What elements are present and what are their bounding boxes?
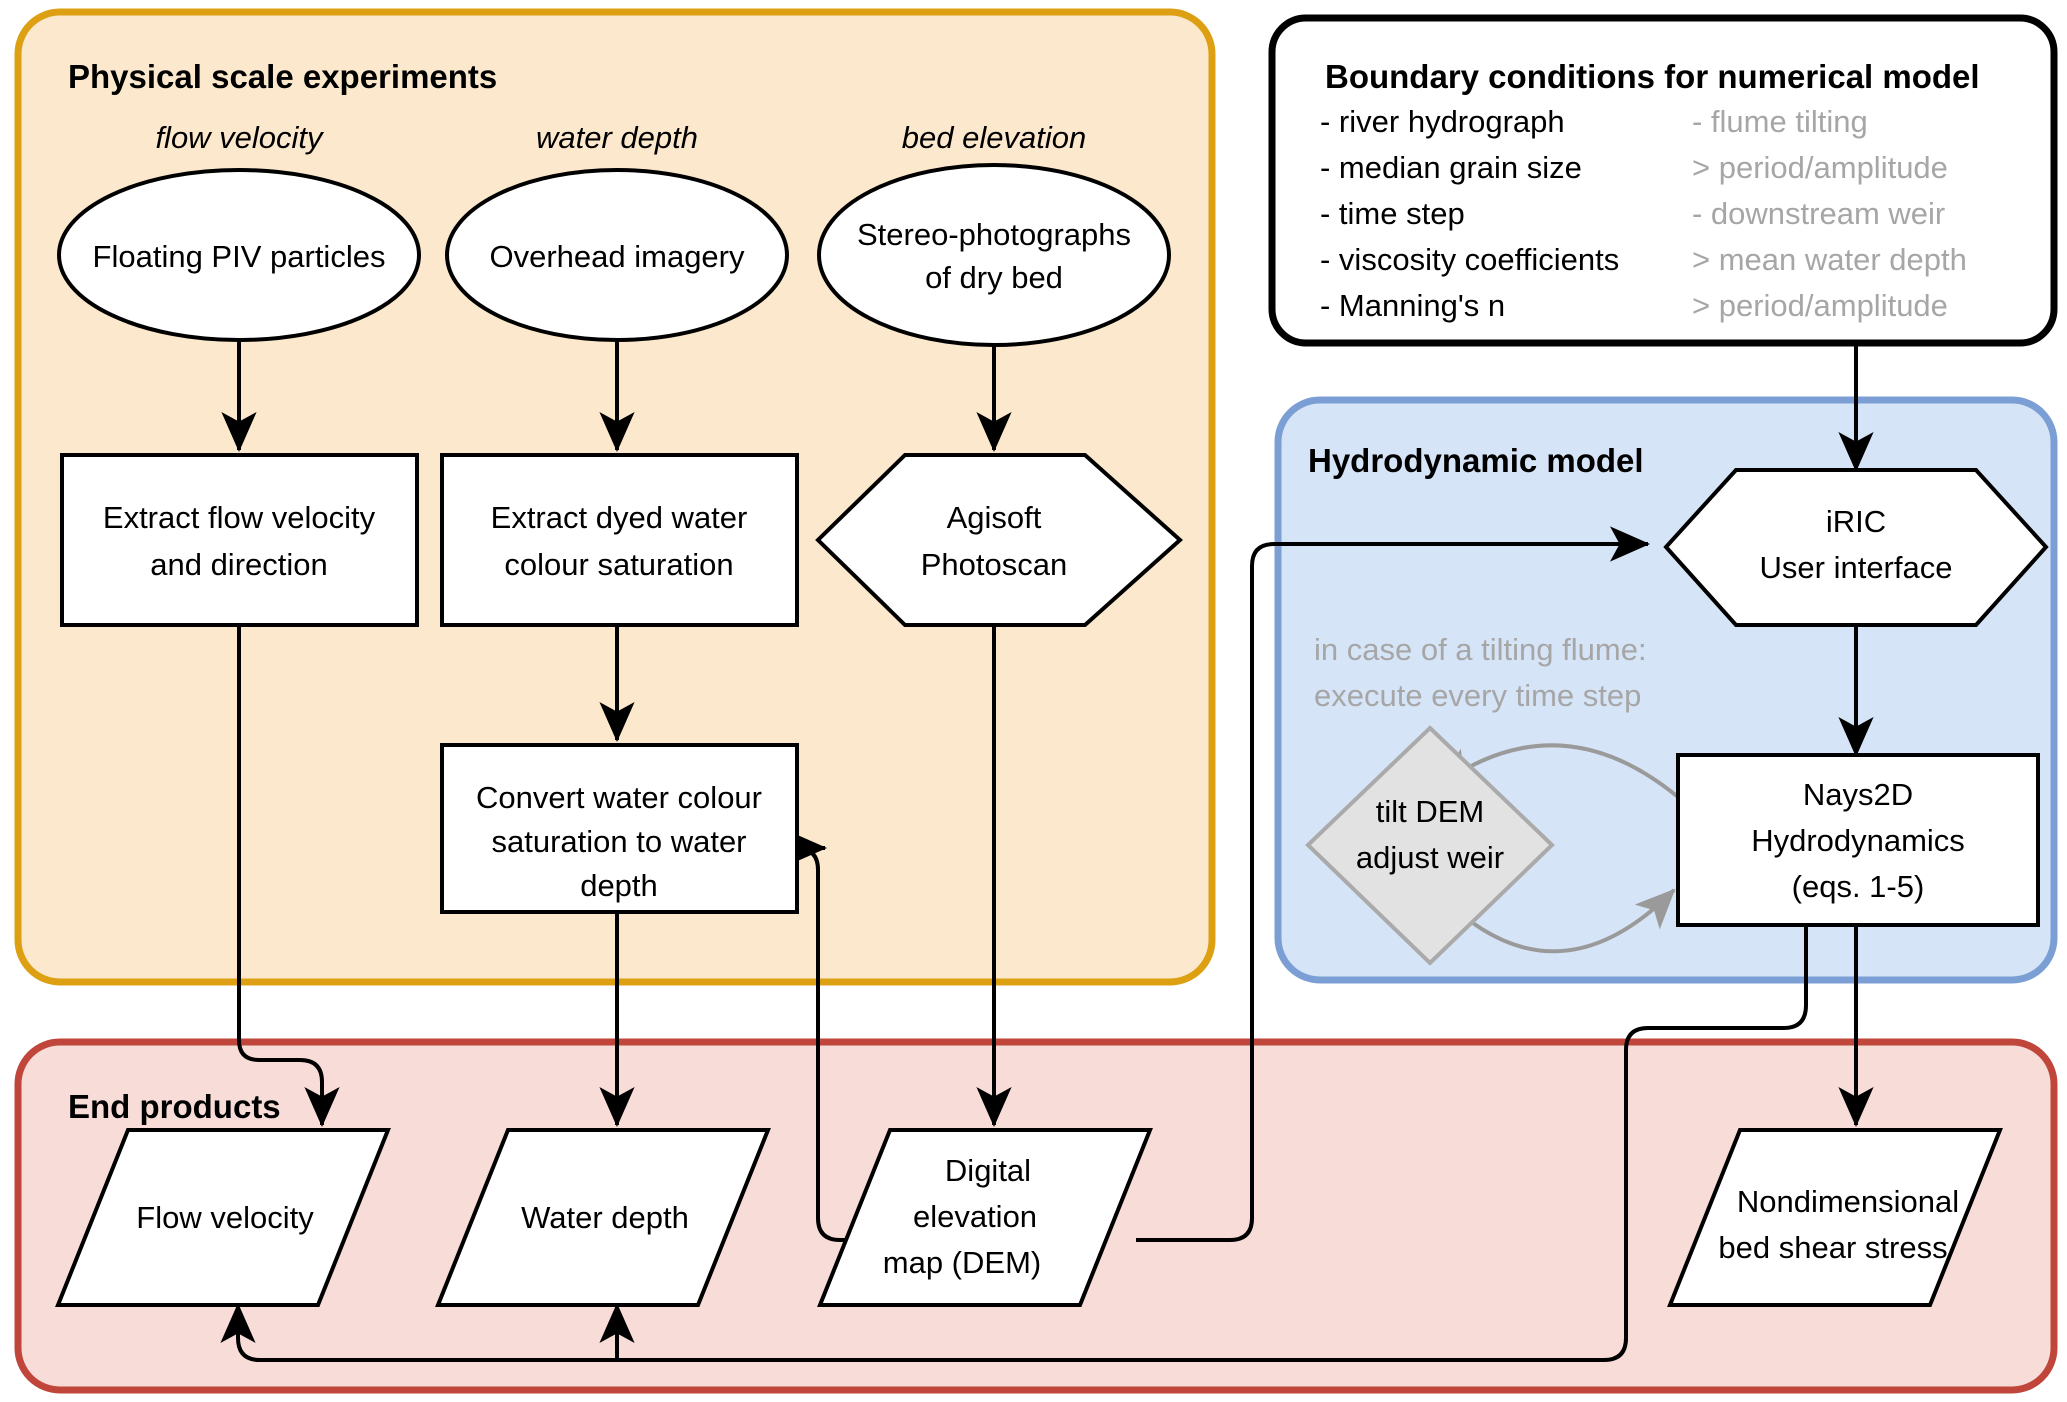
node-overhead-imagery[interactable]: Overhead imagery <box>445 168 789 342</box>
boundary-left-item-1: - median grain size <box>1320 150 1582 185</box>
node-iric-line2: User interface <box>1760 550 1953 585</box>
node-agisoft-photoscan-line1: Agisoft <box>947 500 1042 535</box>
node-nays2d-hydrodynamics[interactable]: Nays2D Hydrodynamics (eqs. 1-5) <box>1676 753 2040 927</box>
column-label-bed-elevation: bed elevation <box>902 120 1086 155</box>
panel-hydrodynamic-title: Hydrodynamic model <box>1308 442 1644 479</box>
boundary-right-item-3: > mean water depth <box>1692 242 1967 277</box>
node-extract-saturation-line2: colour saturation <box>504 547 733 582</box>
node-agisoft-photoscan[interactable]: Agisoft Photoscan <box>815 453 1183 627</box>
node-product-nondimensional-bed-shear-stress[interactable]: Nondimensional bed shear stress <box>1667 1128 2003 1307</box>
boundary-right-item-1: > period/amplitude <box>1692 150 1948 185</box>
node-product-flow-velocity[interactable]: Flow velocity <box>55 1128 391 1307</box>
panel-physical-title: Physical scale experiments <box>68 58 497 95</box>
connector-nays2d-to-flow-velocity-product <box>220 925 1808 1362</box>
node-product-shear-line2: bed shear stress <box>1718 1230 1947 1265</box>
node-floating-piv-particles-line1: Floating PIV particles <box>93 239 386 274</box>
column-label-water-depth: water depth <box>536 120 698 155</box>
node-floating-piv-particles[interactable]: Floating PIV particles <box>57 168 421 342</box>
node-extract-saturation-line1: Extract dyed water <box>491 500 748 535</box>
node-product-shear-line1: Nondimensional <box>1737 1184 1959 1219</box>
boundary-right-item-0: - flume tilting <box>1692 104 1868 139</box>
node-product-water-depth[interactable]: Water depth <box>435 1128 771 1307</box>
note-tilting-flume-line2: execute every time step <box>1314 678 1641 713</box>
node-product-dem-line1: Digital <box>945 1153 1031 1188</box>
node-convert-water-colour-saturation[interactable]: Convert water colour saturation to water… <box>440 743 799 914</box>
node-tilt-dem-line1: tilt DEM <box>1376 794 1485 829</box>
boundary-right-list: - flume tilting > period/amplitude - dow… <box>1692 104 1967 323</box>
node-extract-flow-velocity-line2: and direction <box>150 547 328 582</box>
node-product-dem-line2: elevation <box>913 1199 1037 1234</box>
panel-endproducts-title: End products <box>68 1088 281 1125</box>
node-agisoft-photoscan-line2: Photoscan <box>921 547 1068 582</box>
node-convert-line3: depth <box>580 868 658 903</box>
node-stereo-photographs[interactable]: Stereo-photographs of dry bed <box>817 163 1171 347</box>
node-convert-line2: saturation to water <box>491 824 746 859</box>
node-product-dem-line3: map (DEM) <box>883 1245 1041 1280</box>
connector-dem-to-iric <box>1136 526 1650 1242</box>
node-nays2d-line3: (eqs. 1-5) <box>1792 869 1925 904</box>
panel-boundary-conditions: Boundary conditions for numerical model <box>1268 14 2058 347</box>
node-iric-line1: iRIC <box>1826 504 1886 539</box>
boundary-right-item-2: - downstream weir <box>1692 196 1945 231</box>
connector-dem-to-convert-feedback <box>787 830 890 1242</box>
note-tilting-flume: in case of a tilting flume: execute ever… <box>1314 632 1647 713</box>
node-nays2d-line2: Hydrodynamics <box>1751 823 1965 858</box>
node-product-digital-elevation-map[interactable]: Digital elevation map (DEM) <box>817 1128 1153 1307</box>
boundary-left-item-0: - river hydrograph <box>1320 104 1565 139</box>
node-stereo-photographs-line2: of dry bed <box>925 260 1063 295</box>
panel-boundary-title: Boundary conditions for numerical model <box>1325 58 1980 95</box>
note-tilting-flume-line1: in case of a tilting flume: <box>1314 632 1647 667</box>
node-extract-flow-velocity-line1: Extract flow velocity <box>103 500 376 535</box>
node-convert-line1: Convert water colour <box>476 780 762 815</box>
boundary-left-item-3: - viscosity coefficients <box>1320 242 1619 277</box>
node-extract-flow-velocity[interactable]: Extract flow velocity and direction <box>60 453 419 627</box>
node-nays2d-line1: Nays2D <box>1803 777 1913 812</box>
boundary-left-item-2: - time step <box>1320 196 1465 231</box>
node-stereo-photographs-line1: Stereo-photographs <box>857 217 1131 252</box>
node-tilt-dem-line2: adjust weir <box>1356 840 1504 875</box>
boundary-left-item-4: - Manning's n <box>1320 288 1505 323</box>
node-product-flow-velocity-line1: Flow velocity <box>136 1200 314 1235</box>
node-extract-dyed-water-colour-saturation[interactable]: Extract dyed water colour saturation <box>440 453 799 627</box>
boundary-left-list: - river hydrograph - median grain size -… <box>1320 104 1619 323</box>
boundary-right-item-4: > period/amplitude <box>1692 288 1948 323</box>
node-tilt-dem-adjust-weir[interactable]: tilt DEM adjust weir <box>1305 725 1555 966</box>
column-label-flow-velocity: flow velocity <box>155 120 325 155</box>
connector-velocity-to-flow-velocity-product <box>237 623 340 1127</box>
node-iric-user-interface[interactable]: iRIC User interface <box>1663 468 2049 627</box>
node-overhead-imagery-line1: Overhead imagery <box>489 239 745 274</box>
node-product-water-depth-line1: Water depth <box>521 1200 689 1235</box>
